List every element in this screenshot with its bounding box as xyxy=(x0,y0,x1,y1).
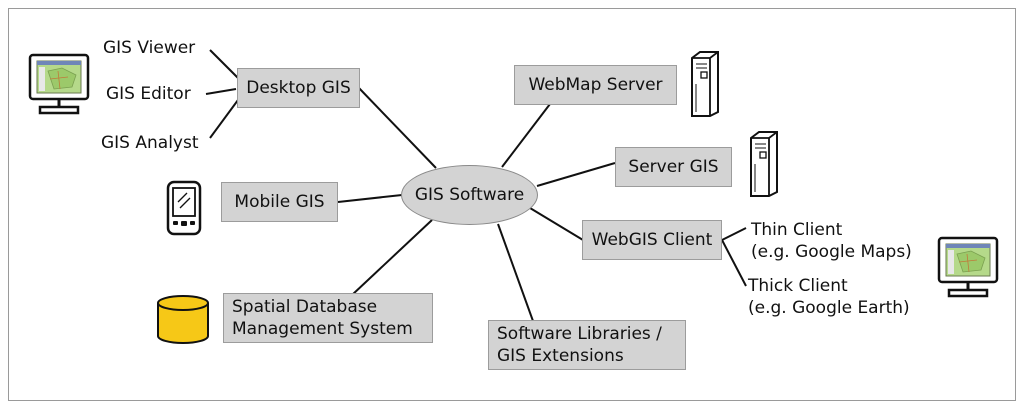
software-libraries-label: Software Libraries / GIS Extensions xyxy=(497,324,662,366)
edge-hub-libraries xyxy=(497,223,534,322)
mobile-gis-box: Mobile GIS xyxy=(221,182,338,222)
server-gis-box: Server GIS xyxy=(615,147,732,187)
hub-label: GIS Software xyxy=(414,185,525,205)
mobile-gis-label: Mobile GIS xyxy=(234,192,325,212)
thick-client-label: Thick Client (e.g. Google Earth) xyxy=(748,276,910,318)
webmap-server-label: WebMap Server xyxy=(528,75,663,95)
monitor-icon xyxy=(937,236,999,298)
edge-webgis-thick xyxy=(721,239,747,287)
webgis-client-box: WebGIS Client xyxy=(582,220,722,260)
edge-hub-server xyxy=(536,162,616,187)
server-tower-icon xyxy=(691,51,719,117)
server-gis-label: Server GIS xyxy=(628,157,719,177)
edge-viewer-desktop xyxy=(209,49,239,79)
webmap-server-box: WebMap Server xyxy=(514,65,677,105)
edge-hub-desktop xyxy=(357,86,437,169)
edge-editor-desktop xyxy=(205,88,237,95)
server-tower-icon xyxy=(750,131,778,197)
edge-hub-mobile xyxy=(337,194,403,203)
monitor-icon xyxy=(28,53,90,115)
webgis-client-label: WebGIS Client xyxy=(591,230,713,250)
gis-software-hub: GIS Software xyxy=(401,165,538,225)
spatial-database-label: Spatial Database Management System xyxy=(232,297,413,339)
desktop-gis-label: Desktop GIS xyxy=(246,78,351,98)
database-cylinder-icon xyxy=(157,295,209,344)
gis-analyst-label: GIS Analyst xyxy=(101,133,199,153)
gis-editor-label: GIS Editor xyxy=(106,84,191,104)
edge-analyst-desktop xyxy=(209,99,239,139)
software-libraries-box: Software Libraries / GIS Extensions xyxy=(488,320,686,370)
edge-webgis-thin xyxy=(721,227,747,241)
thin-client-label: Thin Client (e.g. Google Maps) xyxy=(751,220,912,262)
desktop-gis-box: Desktop GIS xyxy=(237,68,360,108)
gis-viewer-label: GIS Viewer xyxy=(103,38,196,58)
edge-hub-database xyxy=(351,219,433,296)
spatial-database-box: Spatial Database Management System xyxy=(223,293,433,343)
edge-hub-webgis xyxy=(529,207,584,241)
edge-hub-webmap xyxy=(501,103,551,168)
pda-icon xyxy=(166,180,202,236)
